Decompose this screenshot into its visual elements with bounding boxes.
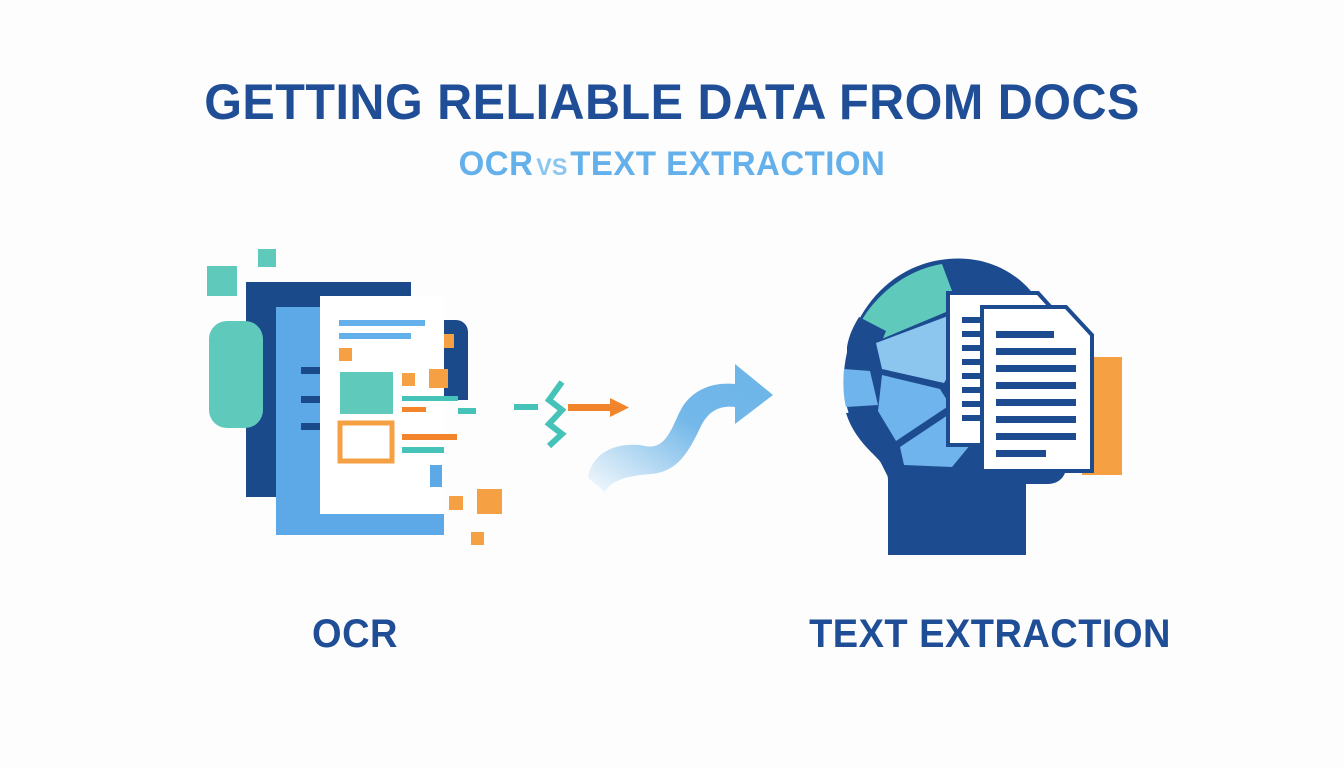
teal-rounded-panel — [209, 321, 263, 428]
orange-arrow-icon — [568, 398, 629, 417]
subtitle-text-extraction: TEXT EXTRACTION — [570, 144, 886, 183]
caption-text-extraction: TEXT EXTRACTION — [809, 612, 1171, 656]
brain-facet-navy-upperleft — [847, 317, 886, 365]
doc-line-5 — [996, 399, 1076, 406]
decor-square-teal-small — [258, 249, 276, 267]
decor-square-orange-1 — [449, 496, 463, 510]
ocr-illustration — [190, 240, 540, 580]
sheet-dash-2 — [301, 396, 326, 403]
doc-line-7 — [996, 433, 1076, 440]
doc-orange-line-2 — [402, 434, 457, 440]
doc-outline-box-orange — [337, 420, 395, 464]
doc-line-8 — [996, 450, 1046, 457]
decor-line-teal-right — [458, 408, 476, 414]
sheet-dash-1 — [301, 367, 326, 374]
doc-text-line-1 — [339, 320, 425, 326]
doc-line-3 — [996, 365, 1076, 372]
doc-line-4 — [996, 382, 1076, 389]
text-extraction-illustration — [830, 255, 1140, 555]
doc-line-2 — [996, 348, 1076, 355]
brain-facet-lightblue-2 — [878, 375, 950, 441]
decor-square-blue-small — [430, 465, 442, 487]
subtitle-ocr: OCR — [458, 144, 534, 183]
brain-facet-pale-left — [843, 369, 878, 407]
teal-zigzag-icon — [544, 380, 567, 449]
doc-line-6 — [996, 416, 1076, 423]
sheet-dash-3 — [301, 423, 326, 430]
blue-curved-arrow-icon — [588, 364, 773, 492]
doc-line-1 — [996, 331, 1054, 338]
document-front — [980, 305, 1094, 473]
page-title: GETTING RELIABLE DATA FROM DOCS — [204, 74, 1140, 130]
caption-ocr: OCR — [312, 612, 398, 656]
doc-orange-square-2 — [402, 373, 415, 386]
decor-square-teal-large — [207, 266, 237, 296]
doc-teal-line-2 — [402, 447, 444, 453]
doc-teal-line-1 — [402, 396, 458, 401]
decor-square-orange-2 — [471, 532, 484, 545]
decor-square-orange-3 — [477, 489, 502, 514]
doc-orange-line-1 — [402, 407, 426, 412]
doc-bottom-bar — [276, 514, 444, 535]
doc-text-line-2 — [339, 333, 411, 339]
subtitle-vs: VS — [536, 153, 568, 181]
brain-facet-navy-bottom — [878, 449, 900, 477]
doc-orange-square-1 — [339, 348, 352, 361]
doc-image-block-teal — [340, 372, 393, 414]
conversion-arrow-group — [505, 350, 805, 510]
brain-facet-navy-lowerleft — [846, 411, 890, 453]
doc-orange-square-3 — [429, 369, 448, 388]
brain-facet-teal — [860, 264, 958, 343]
teal-dash-icon — [514, 404, 538, 410]
